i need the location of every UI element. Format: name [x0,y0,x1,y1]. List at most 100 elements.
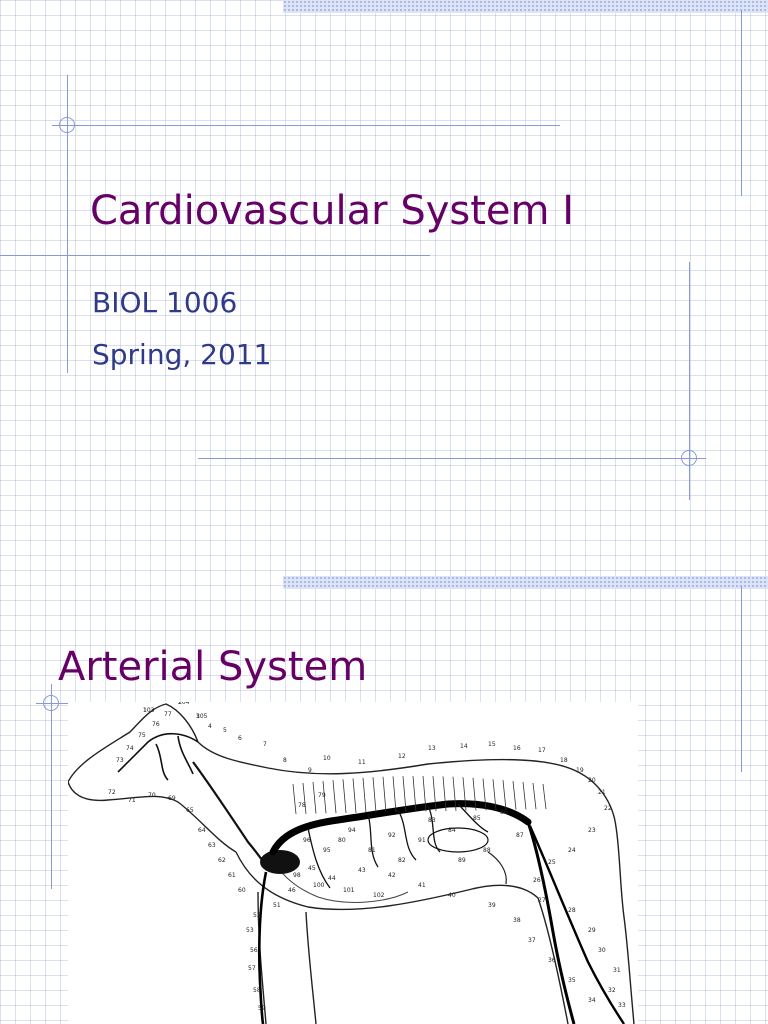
intercostal-tick [292,783,297,815]
figure-number-label: 21 [598,789,606,796]
figure-number-label: 39 [488,902,496,909]
figure-number-label: 41 [418,882,426,889]
figure-number-label: 95 [323,847,331,854]
figure-number-label: 29 [588,927,596,934]
figure-number-label: 103 [143,707,155,714]
intercostal-tick [482,778,487,811]
figure-number-label: 86 [500,809,508,816]
iliac-artery [528,825,625,1024]
renal-loop [427,827,489,853]
intercostal-tick [382,776,387,813]
figure-number-label: 45 [308,865,316,872]
figure-number-label: 104 [178,702,190,706]
figure-number-label: 59 [258,1005,266,1012]
figure-number-label: 46 [288,887,296,894]
slide-title: Cardiovascular System I [90,188,574,234]
intercostal-tick [422,775,427,812]
intercostal-tick [472,777,477,811]
figure-number-label: 1 [143,707,147,714]
upper-crosshair-ring [59,117,75,133]
figure-number-label: 22 [604,805,612,812]
head-arteries [117,732,199,781]
lower-crosshair-ring [681,450,697,466]
figure-number-label: 72 [108,789,116,796]
intercostal-tick [392,776,397,813]
figure-number-label: 38 [513,917,521,924]
intercostal-tick [442,776,447,812]
figure-number-label: 15 [488,741,496,748]
left-vertical-rule [67,75,68,373]
top-dotted-bar [283,576,768,589]
figure-number-label: 83 [428,817,436,824]
femoral-artery [526,821,576,1024]
intercostal-tick [372,777,377,813]
figure-number-label: 78 [298,802,306,809]
figure-number-label: 53 [246,927,254,934]
figure-number-label: 44 [328,875,336,882]
intercostal-tick [402,776,407,812]
dog-foreleg-outline [257,891,317,1024]
figure-number-label: 11 [358,759,366,766]
dog-belly-outline [235,851,569,1024]
figure-number-label: 19 [576,767,584,774]
figure-number-label: 65 [186,807,194,814]
figure-number-label: 71 [128,797,136,804]
intercostal-tick [522,781,527,810]
figure-number-label: 30 [598,947,606,954]
figure-number-label: 80 [338,837,346,844]
heart-shape [260,850,300,874]
intercostal-tick [322,781,327,814]
intercostal-tick [342,779,347,814]
intercostal-tick [332,780,337,814]
figure-number-label: 64 [198,827,206,834]
figure-number-label: 87 [516,832,524,839]
figure-number-label: 18 [560,757,568,764]
figure-number-label: 40 [448,892,456,899]
figure-number-label: 100 [313,882,325,889]
figure-number-label: 7 [263,741,267,748]
figure-number-label: 105 [196,713,208,720]
intercostal-tick [512,781,517,810]
figure-number-label: 26 [533,877,541,884]
figure-number-label: 37 [528,937,536,944]
figure-number-label: 89 [458,857,466,864]
figure-number-label: 91 [418,837,426,844]
dog-back-outline [68,703,635,1024]
figure-number-label: 75 [138,732,146,739]
figure-number-label: 5 [223,727,227,734]
figure-number-label: 17 [538,747,546,754]
intercostal-tick [302,782,307,814]
intercostal-tick [502,780,507,810]
title-underline-rule [0,255,430,256]
figure-number-label: 6 [238,735,242,742]
intercostal-tick [362,777,367,813]
figure-number-label: 42 [388,872,396,879]
figure-number-label: 74 [126,745,134,752]
slide-title: Arterial System [58,644,368,690]
figure-number-label: 13 [428,745,436,752]
figure-number-label: 85 [473,815,481,822]
left-vertical-rule [51,684,52,889]
figure-number-label: 60 [238,887,246,894]
figure-number-label: 20 [588,777,596,784]
intercostal-tick [532,782,537,810]
figure-number-label: 70 [148,792,156,799]
figure-number-label: 51 [273,902,281,909]
intercostal-tick [452,776,457,811]
figure-number-label: 52 [253,912,261,919]
figure-number-label: 10 [323,755,331,762]
figure-number-label: 4 [208,723,212,730]
figure-number-label: 16 [513,745,521,752]
carotid-artery [192,761,269,871]
dog-flank-outline [487,851,507,885]
figure-number-label: 61 [228,872,236,879]
figure-number-label: 9 [308,767,312,774]
figure-number-label: 98 [293,872,301,879]
figure-number-label: 96 [303,837,311,844]
title-slide: Cardiovascular System I BIOL 1006 Spring… [0,0,768,500]
figure-number-label: 88 [483,847,491,854]
brachial-artery [257,871,268,1024]
figure-number-label: 102 [373,892,385,899]
right-vertical-rule [689,262,690,500]
